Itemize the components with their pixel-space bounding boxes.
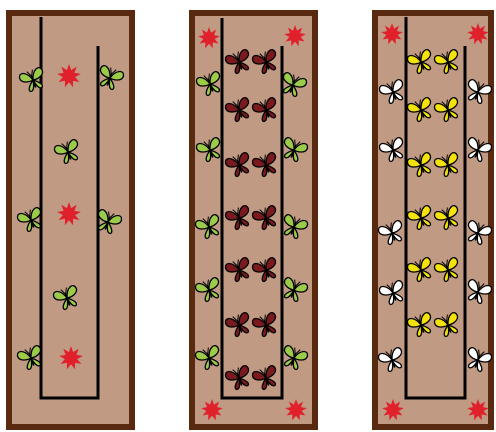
garden-diagram bbox=[0, 0, 496, 432]
garden-beds-svg bbox=[0, 0, 496, 432]
